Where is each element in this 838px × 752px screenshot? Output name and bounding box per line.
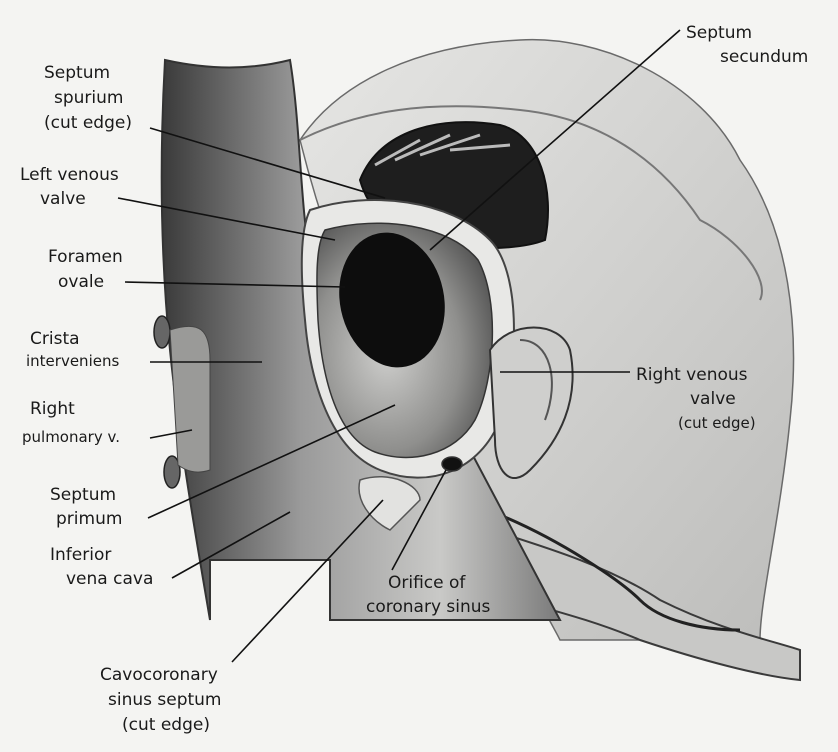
- label-septum-spurium-line2: spurium: [54, 88, 123, 108]
- pulmonary-vein-upper: [154, 316, 170, 348]
- label-crista-interveniens-line2: interveniens: [26, 352, 119, 370]
- pulmonary-vein-trunk: [170, 326, 210, 472]
- label-inferior-vena-cava-line2: vena cava: [66, 569, 153, 589]
- label-left-venous-valve-line2: valve: [40, 189, 86, 209]
- coronary-sinus-orifice: [442, 457, 462, 471]
- label-left-venous-valve-line1: Left venous: [20, 165, 119, 185]
- label-foramen-ovale-line1: Foramen: [48, 247, 123, 267]
- label-crista-interveniens: Crista interveniens: [26, 329, 119, 370]
- label-foramen-ovale-line2: ovale: [58, 272, 104, 292]
- label-septum-secundum: Septum secundum: [686, 23, 808, 67]
- label-septum-primum: Septum primum: [50, 485, 122, 529]
- label-septum-secundum-line2: secundum: [720, 47, 808, 67]
- label-septum-spurium-line3: (cut edge): [44, 113, 132, 133]
- label-crista-interveniens-line1: Crista: [30, 329, 80, 349]
- label-septum-primum-line2: primum: [56, 509, 122, 529]
- label-left-venous-valve: Left venous valve: [20, 165, 119, 209]
- label-inferior-vena-cava: Inferior vena cava: [50, 545, 153, 589]
- label-right-pulmonary-v-line1: Right: [30, 399, 75, 419]
- label-inferior-vena-cava-line1: Inferior: [50, 545, 111, 565]
- label-cavocoronary-septum: Cavocoronary sinus septum (cut edge): [100, 665, 222, 735]
- label-cavocoronary-septum-line3: (cut edge): [122, 715, 210, 735]
- label-cavocoronary-septum-line1: Cavocoronary: [100, 665, 218, 685]
- label-right-venous-valve-line2: valve: [690, 389, 736, 409]
- label-septum-spurium: Septum spurium (cut edge): [44, 63, 132, 133]
- label-septum-primum-line1: Septum: [50, 485, 116, 505]
- label-orifice-coronary-sinus-line1: Orifice of: [388, 573, 466, 593]
- label-septum-spurium-line1: Septum: [44, 63, 110, 83]
- label-right-venous-valve-line1: Right venous: [636, 365, 748, 385]
- label-right-pulmonary-v: Right pulmonary v.: [22, 399, 120, 446]
- label-right-venous-valve-line3: (cut edge): [678, 414, 756, 432]
- label-orifice-coronary-sinus-line2: coronary sinus: [366, 597, 491, 617]
- label-foramen-ovale: Foramen ovale: [48, 247, 123, 292]
- label-septum-secundum-line1: Septum: [686, 23, 752, 43]
- label-right-pulmonary-v-line2: pulmonary v.: [22, 428, 120, 446]
- label-cavocoronary-septum-line2: sinus septum: [108, 690, 222, 710]
